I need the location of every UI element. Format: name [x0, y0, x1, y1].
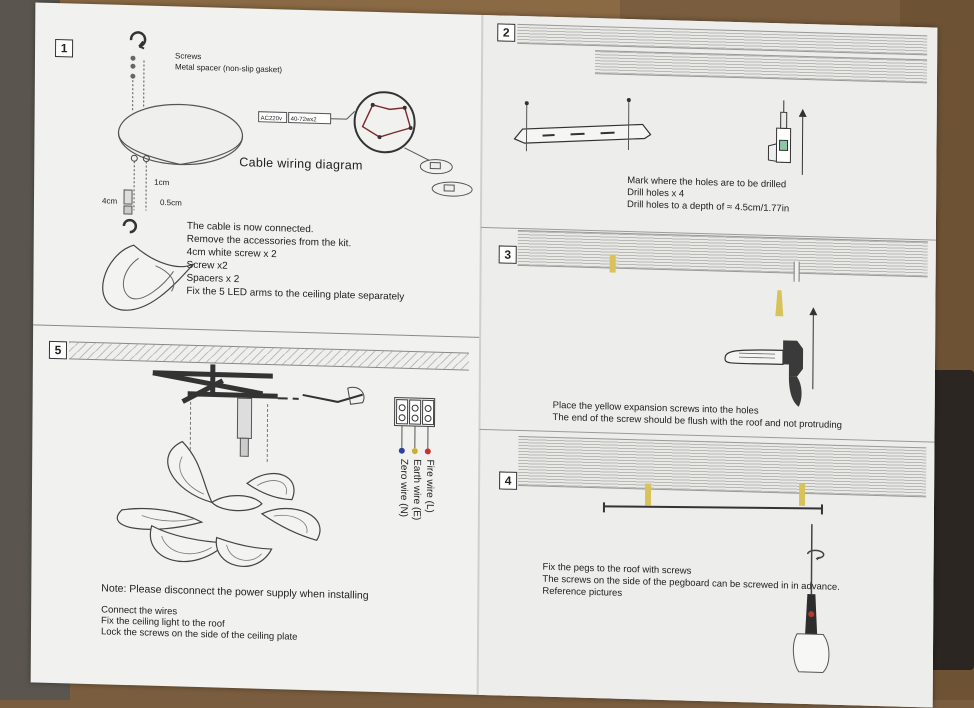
step-5-number: 5 [49, 341, 67, 359]
step-5-installation-illustration [61, 358, 393, 587]
instruction-sheet: 1 Screws Metal spacer (non-slip gasket) … [31, 2, 938, 707]
wiring-diagram-illustration [254, 84, 475, 220]
fire-wire-label: Fire wire (L) [423, 459, 436, 513]
terminal-block-illustration [394, 396, 436, 457]
dimension-1cm: 1cm [154, 176, 169, 189]
step-1-number: 1 [55, 39, 73, 57]
anchor-right [799, 484, 805, 506]
zero-wire-label: Zero wire (N) [397, 459, 410, 518]
earth-wire-label: Earth wire (E) [410, 459, 423, 520]
step-2-bracket-illustration [512, 91, 652, 165]
step-3-anchor-in-ceiling [610, 255, 616, 273]
hammer-illustration [723, 287, 834, 410]
dimension-4cm: 4cm [102, 194, 117, 207]
step-2-number: 2 [497, 23, 515, 41]
step-2-instructions: Mark where the holes are to be drilled D… [627, 175, 789, 216]
divider-left [33, 324, 479, 337]
step-3-ceiling-gap [794, 262, 800, 282]
step-5-instructions: Connect the wires Fix the ceiling light … [101, 604, 298, 642]
zero-wire-dot [399, 448, 405, 454]
led-power-label: 40-72wx2 [291, 114, 317, 128]
drill-icon [750, 97, 811, 179]
anchor-left [645, 484, 651, 506]
step-3-number: 3 [499, 245, 517, 263]
fire-wire-dot [425, 448, 431, 454]
step-1-instructions: The cable is now connected. Remove the a… [186, 220, 404, 304]
expansion-screw-mark [775, 290, 783, 316]
earth-wire-dot [412, 448, 418, 454]
background-strap [930, 370, 974, 670]
ac-voltage-label: AC220v [261, 113, 282, 127]
step-4-number: 4 [499, 471, 517, 489]
dimension-0-5cm: 0.5cm [160, 196, 182, 210]
